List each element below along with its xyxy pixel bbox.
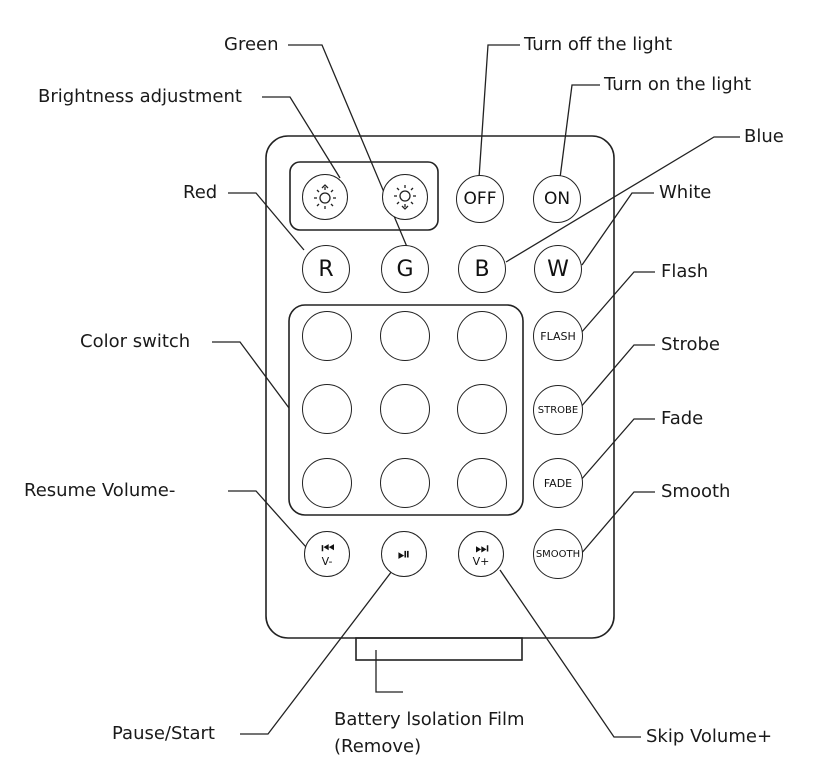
color-grid-frame [288, 304, 524, 516]
color-button-4[interactable] [302, 384, 352, 434]
volume-up-label: V+ [472, 555, 490, 568]
label-green: Green [224, 34, 279, 55]
color-button-6[interactable] [457, 384, 507, 434]
color-button-2[interactable] [380, 311, 430, 361]
brightness-up-button[interactable] [302, 174, 348, 220]
volume-down-label: V- [321, 555, 333, 568]
color-button-9[interactable] [457, 458, 507, 508]
leader-lines [212, 44, 740, 738]
play-pause-button[interactable]: ⏯ [381, 531, 427, 577]
play-pause-icon: ⏯ [397, 544, 411, 563]
color-button-3[interactable] [457, 311, 507, 361]
brightness-down-button[interactable] [382, 174, 428, 220]
label-strobe: Strobe [661, 334, 721, 355]
label-turn-on: Turn on the light [604, 74, 752, 95]
skip-back-icon: ⏮ [321, 539, 334, 557]
label-white: White [659, 182, 712, 203]
white-button[interactable]: W [534, 245, 582, 293]
label-flash: Flash [661, 261, 709, 282]
label-fade: Fade [661, 408, 704, 429]
color-button-7[interactable] [302, 458, 352, 508]
label-red: Red [183, 182, 218, 203]
label-blue: Blue [744, 126, 784, 147]
color-button-5[interactable] [380, 384, 430, 434]
label-resume-volume: Resume Volume- [24, 480, 176, 501]
label-pause-start: Pause/Start [112, 723, 215, 744]
skip-forward-icon: ⏭ [475, 539, 488, 557]
strobe-button[interactable]: STROBE [533, 385, 583, 435]
label-skip-volume: Skip Volume+ [646, 726, 773, 747]
label-smooth: Smooth [661, 481, 731, 502]
label-color-switch: Color switch [80, 331, 191, 352]
label-brightness: Brightness adjustment [38, 86, 242, 107]
smooth-button[interactable]: SMOOTH [533, 529, 583, 579]
brightness-group-frame [289, 161, 439, 231]
label-battery-line1: Battery lsolation Film [334, 709, 525, 730]
green-button[interactable]: G [381, 245, 429, 293]
sun-down-icon [394, 185, 416, 210]
label-turn-off: Turn off the light [524, 34, 673, 55]
on-button[interactable]: ON [533, 175, 581, 223]
flash-button[interactable]: FLASH [533, 311, 583, 361]
battery-film [355, 637, 523, 661]
off-button[interactable]: OFF [456, 175, 504, 223]
blue-button[interactable]: B [458, 245, 506, 293]
color-button-8[interactable] [380, 458, 430, 508]
previous-volume-down-button[interactable]: ⏮ V- [304, 531, 350, 577]
label-battery-line2: (Remove) [334, 736, 422, 757]
next-volume-up-button[interactable]: ⏭ V+ [458, 531, 504, 577]
color-button-1[interactable] [302, 311, 352, 361]
fade-button[interactable]: FADE [533, 458, 583, 508]
red-button[interactable]: R [302, 245, 350, 293]
sun-up-icon [314, 184, 336, 209]
